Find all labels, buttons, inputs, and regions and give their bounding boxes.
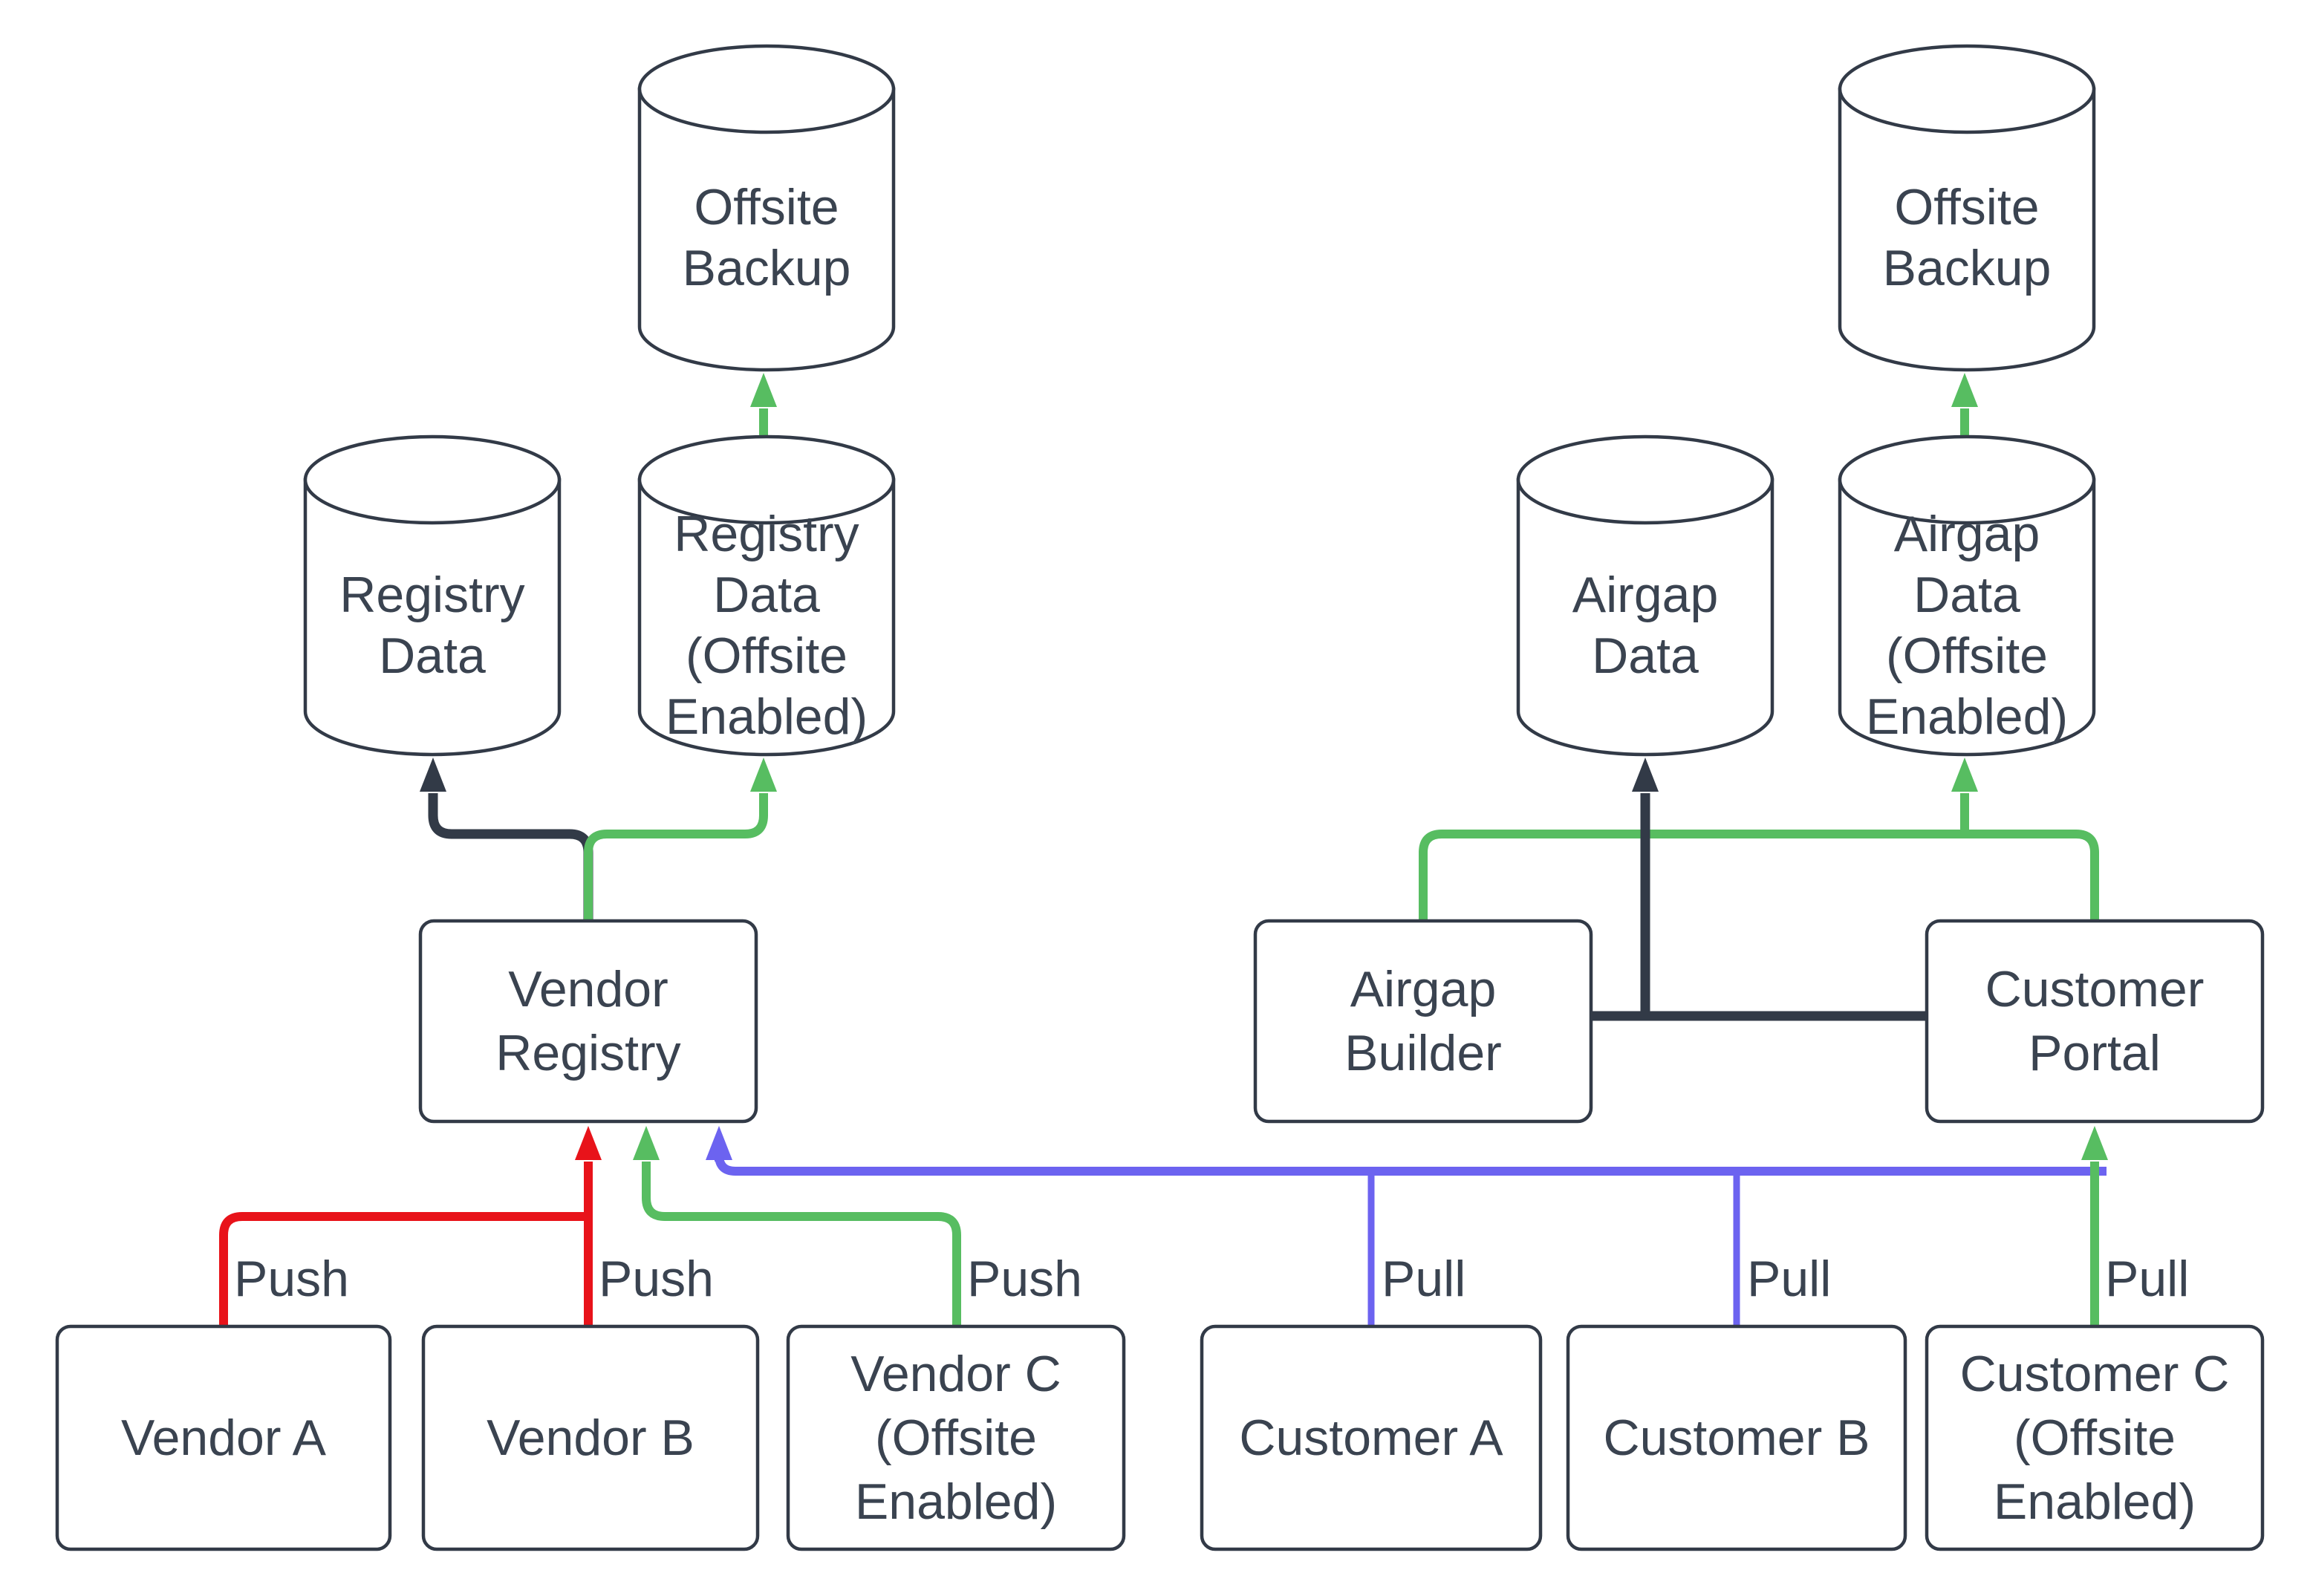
airgap-data-label: Airgap Data <box>1572 567 1719 684</box>
node-offsite-backup-left <box>637 44 896 372</box>
node-registry-data <box>303 434 562 757</box>
registry-data-label: Registry Data <box>339 567 525 684</box>
vendor-a-label: Vendor A <box>120 1410 327 1466</box>
customer-portal-label: Customer Portal <box>1985 961 2205 1081</box>
node-offsite-backup-right <box>1838 44 2096 372</box>
node-airgap-data <box>1516 434 1774 757</box>
node-customer-b <box>1566 1324 1907 1551</box>
node-airgap-builder <box>1253 919 1593 1124</box>
vendor-a-push-label: Push <box>234 1251 349 1307</box>
vendor-b-label: Vendor B <box>487 1410 694 1466</box>
arrowhead-airgap-data <box>1632 758 1659 792</box>
customer-c-pull-label: Pull <box>2105 1251 2190 1307</box>
arrowhead-vendor-registry-push-offsite <box>633 1126 660 1160</box>
vendor-c-label: Vendor C (Offsite Enabled) <box>850 1346 1061 1530</box>
arrowhead-vendor-registry-push <box>575 1126 602 1160</box>
node-vendor-b <box>421 1324 760 1551</box>
airgap-data-offsite-label: Airgap Data (Offsite Enabled) <box>1865 506 2069 745</box>
customer-a-label: Customer A <box>1239 1410 1503 1466</box>
edge-vendor-registry-to-registry-data <box>428 793 593 921</box>
node-airgap-data-offsite <box>1838 434 2096 757</box>
node-customer-a <box>1200 1324 1543 1551</box>
node-customer-portal <box>1925 919 2265 1124</box>
node-vendor-registry <box>418 919 758 1124</box>
node-vendor-c <box>786 1324 1126 1551</box>
edge-airgap-builder-to-customer-portal-offsite <box>1419 830 2099 921</box>
arrowhead-airgap-data-offsite <box>1951 758 1978 792</box>
arrowhead-registry-data-offsite <box>750 758 777 792</box>
offsite-backup-right-label: Offsite Backup <box>1882 179 2052 296</box>
vendor-b-push-label: Push <box>599 1251 714 1307</box>
node-registry-data-offsite <box>637 434 896 757</box>
arrowhead-registry-data <box>420 758 446 792</box>
vendor-c-push-label: Push <box>967 1251 1082 1307</box>
node-customer-c <box>1925 1324 2265 1551</box>
edge-vendor-registry-to-registry-data-offsite <box>584 793 768 921</box>
edge-vendor-c-push <box>642 1162 961 1326</box>
airgap-builder-label: Airgap Builder <box>1344 961 1502 1081</box>
customer-a-pull-label: Pull <box>1382 1251 1466 1307</box>
node-vendor-a <box>55 1324 392 1551</box>
customer-b-label: Customer B <box>1603 1410 1870 1466</box>
edge-pull-trunk <box>715 1154 2107 1176</box>
registry-data-offsite-label: Registry Data (Offsite Enabled) <box>665 506 868 745</box>
arrowhead-vendor-registry-pull <box>706 1126 732 1160</box>
arrowhead-offsite-backup-right <box>1951 373 1978 407</box>
offsite-backup-left-label: Offsite Backup <box>682 179 851 296</box>
edge-vendor-a-push <box>219 1212 588 1326</box>
customer-b-pull-label: Pull <box>1747 1251 1832 1307</box>
arrowhead-customer-portal-pull <box>2081 1126 2108 1160</box>
vendor-registry-label: Vendor Registry <box>495 961 681 1081</box>
customer-c-label: Customer C (Offsite Enabled) <box>1959 1346 2230 1530</box>
arrowhead-offsite-backup-left <box>750 373 777 407</box>
